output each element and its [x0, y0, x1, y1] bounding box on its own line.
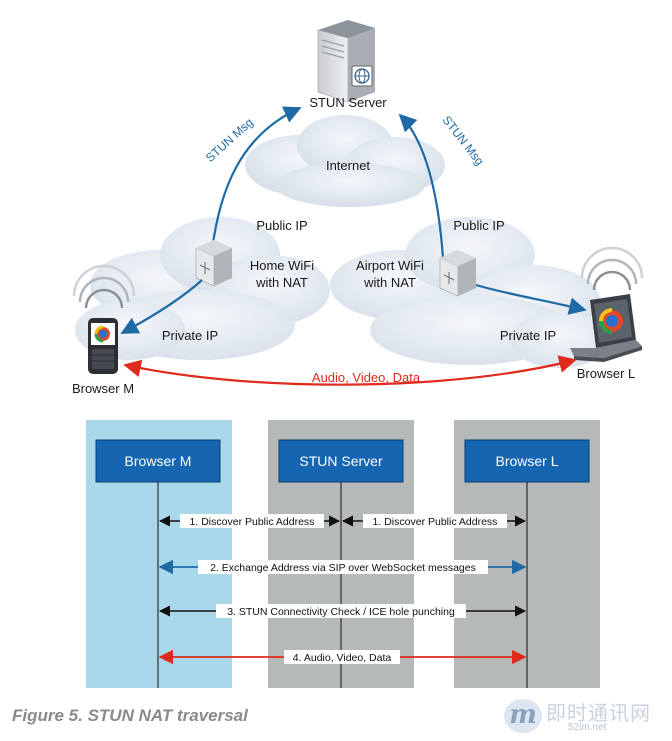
- msg-1a-label: 1. Discover Public Address: [190, 516, 315, 528]
- server-icon: [317, 20, 375, 103]
- airport-router-icon: [439, 250, 476, 297]
- internet-cloud: [245, 115, 445, 207]
- watermark-brand: 即时通讯网: [546, 701, 651, 725]
- airport-private-arrow: [475, 283, 587, 315]
- public-ip-right-label: Public IP: [453, 218, 504, 233]
- stun-msg-right-arrow: [398, 113, 445, 259]
- header-stun-server: [278, 439, 404, 483]
- laptop-wifi-signal-icon: [580, 246, 644, 291]
- msg-3-label-bg: [216, 604, 466, 618]
- header-browser-m-label: Browser M: [125, 453, 192, 469]
- header-browser-m: [95, 439, 221, 483]
- header-browser-l: [464, 439, 590, 483]
- home-wifi-label-1: Home WiFi: [250, 258, 314, 273]
- stun-server-label: STUN Server: [309, 95, 387, 110]
- internet-label: Internet: [326, 158, 370, 173]
- airport-cloud: [330, 217, 610, 368]
- audio-video-data-arrow: [123, 355, 577, 386]
- header-stun-server-label: STUN Server: [299, 453, 383, 469]
- audio-video-data-label: Audio, Video, Data: [312, 370, 421, 385]
- browser-m-label: Browser M: [72, 381, 134, 396]
- private-ip-right-label: Private IP: [500, 328, 556, 343]
- phone-icon: [88, 318, 118, 374]
- home-router-icon: [195, 240, 232, 287]
- msg-2-label-bg: [198, 560, 488, 574]
- msg-3-label: 3. STUN Connectivity Check / ICE hole pu…: [227, 606, 455, 618]
- browser-l-label: Browser L: [577, 366, 636, 381]
- watermark-logo-icon: m: [504, 699, 542, 733]
- header-browser-l-label: Browser L: [495, 453, 558, 469]
- stun-msg-left-arrow: [210, 106, 302, 251]
- msg-1b-label-bg: [363, 514, 507, 528]
- msg-4-label: 4. Audio, Video, Data: [293, 652, 392, 664]
- watermark: m 即时通讯网 52im.net: [504, 697, 664, 739]
- watermark-url: 52im.net: [568, 722, 607, 733]
- public-ip-left-label: Public IP: [256, 218, 307, 233]
- home-private-arrow: [120, 279, 203, 334]
- airport-wifi-label-2: with NAT: [363, 275, 416, 290]
- figure-caption: Figure 5. STUN NAT traversal: [12, 706, 248, 725]
- msg-2-label: 2. Exchange Address via SIP over WebSock…: [210, 562, 476, 574]
- laptop-icon: [570, 294, 642, 362]
- home-wifi-label-2: with NAT: [255, 275, 308, 290]
- msg-4-label-bg: [284, 650, 400, 664]
- phone-wifi-signal-icon: [72, 264, 136, 309]
- private-ip-left-label: Private IP: [162, 328, 218, 343]
- airport-wifi-label-1: Airport WiFi: [356, 258, 424, 273]
- msg-1b-label: 1. Discover Public Address: [373, 516, 498, 528]
- stun-msg-right-label: STUN Msg: [440, 113, 487, 168]
- msg-1a-label-bg: [180, 514, 324, 528]
